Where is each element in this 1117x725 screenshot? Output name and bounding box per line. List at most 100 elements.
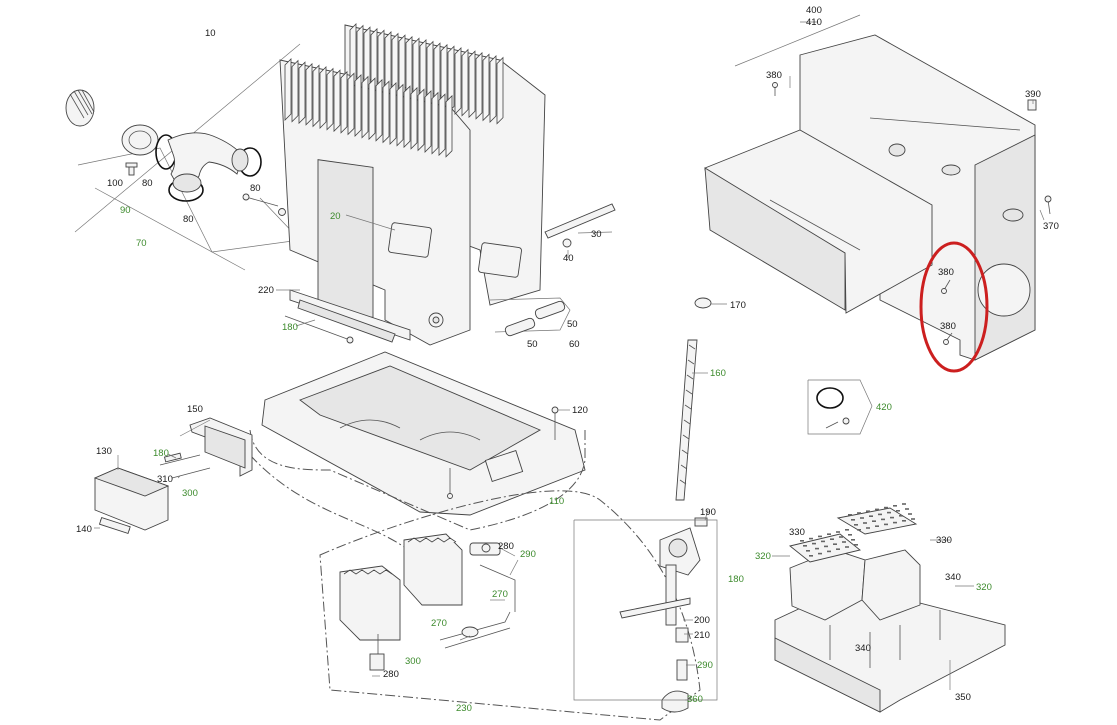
clip-390 (1027, 99, 1037, 111)
grille-slot (815, 547, 819, 550)
callout-c290a: 290 (520, 549, 536, 560)
grille-slot (857, 512, 861, 514)
callout-c70: 70 (136, 238, 147, 249)
grille-slot (845, 529, 849, 531)
callout-c380b: 380 (938, 267, 954, 278)
heat-exchanger (279, 23, 616, 346)
grille-slot (860, 517, 864, 519)
radiator-fin (361, 75, 369, 139)
radiator-fin (410, 86, 418, 150)
grille-slot (899, 515, 903, 517)
callout-c180a: 180 (282, 322, 298, 333)
grille-slot (896, 510, 900, 512)
callout-c80c: 80 (183, 214, 194, 225)
callout-c80a: 80 (142, 178, 153, 189)
callout-c180b: 180 (153, 448, 169, 459)
callout-c100: 100 (107, 178, 123, 189)
radiator-fin (382, 80, 390, 144)
radiator-fin (424, 90, 432, 153)
nut (562, 238, 572, 248)
callout-c30: 30 (591, 229, 602, 240)
callout-c420: 420 (876, 402, 892, 413)
grille-slot (881, 518, 885, 521)
vent-grille-right (836, 507, 918, 535)
grille-slot (848, 514, 852, 516)
corrugated-hose (65, 89, 95, 127)
base-plate (261, 351, 586, 516)
callout-c50a: 50 (567, 319, 578, 330)
callout-c90: 90 (120, 205, 131, 216)
callout-c340b: 340 (855, 643, 871, 654)
grille-slot (830, 538, 834, 540)
radiator-fin (431, 91, 439, 155)
callout-c360: 360 (687, 694, 703, 705)
callout-c190: 190 (700, 507, 716, 518)
gasket-set (807, 379, 873, 435)
grille-slot (866, 510, 870, 512)
burner-tube (284, 289, 411, 344)
grille-slot (902, 520, 906, 522)
callout-c40: 40 (563, 253, 574, 264)
callout-c370: 370 (1043, 221, 1059, 232)
burner-right (403, 533, 501, 606)
vent-grille-left (789, 533, 861, 563)
grille-slot (872, 520, 876, 522)
grille-slot (875, 508, 879, 511)
radiator-fin (468, 50, 476, 119)
grille-slot (851, 539, 855, 541)
grille-slot (893, 505, 897, 507)
side-rail (544, 203, 616, 239)
radiator-fin (475, 51, 483, 120)
grille-slot (911, 518, 915, 520)
callout-c80b: 80 (250, 183, 261, 194)
callout-leaders (94, 14, 1045, 701)
grille-slot (863, 522, 867, 524)
radiator-fin (461, 48, 469, 117)
radiator-fin (319, 66, 327, 129)
callout-c300b: 300 (405, 656, 421, 667)
grille-slot (842, 541, 846, 543)
callout-c410: 410 (806, 17, 822, 28)
radiator-fin (354, 74, 362, 137)
radiator-fin (291, 59, 299, 123)
connector-pipes (489, 297, 571, 337)
callout-c390: 390 (1025, 89, 1041, 100)
grille-slot (833, 543, 837, 545)
grille-slot (827, 550, 831, 553)
radiator-fin (333, 69, 341, 133)
radiator-fin (368, 77, 376, 141)
screw (125, 162, 138, 176)
grille-slot (818, 535, 822, 538)
callout-c20: 20 (330, 211, 341, 222)
radiator-fin (284, 58, 292, 121)
callout-c230: 230 (456, 703, 472, 714)
callout-c300a: 300 (182, 488, 198, 499)
grille-slot (902, 503, 906, 505)
grille-slot (854, 524, 858, 526)
radiator-fin (389, 82, 397, 145)
clamp-ring (121, 124, 159, 156)
callout-c320a: 320 (755, 551, 771, 562)
grille-slot (878, 513, 882, 516)
callout-c60: 60 (569, 339, 580, 350)
grille-slot (806, 550, 810, 552)
callout-c330a: 330 (789, 527, 805, 538)
grille-slot (890, 516, 894, 519)
highlight-circle (919, 241, 989, 373)
radiator-fin (298, 61, 306, 125)
front-panel (704, 129, 933, 314)
callout-c400: 400 (806, 5, 822, 16)
radiator-fin (417, 88, 425, 152)
grille-slot (809, 555, 813, 557)
callout-c130: 130 (96, 446, 112, 457)
radiator-fin (375, 78, 383, 142)
grille-slot (869, 515, 873, 517)
callout-c200: 200 (694, 615, 710, 626)
radiator-fin (312, 64, 320, 128)
radiator-fin (438, 93, 446, 157)
gas-valve (619, 517, 708, 713)
grille-slot (848, 534, 852, 536)
callout-c280b: 280 (383, 669, 399, 680)
callout-c380c: 380 (940, 321, 956, 332)
